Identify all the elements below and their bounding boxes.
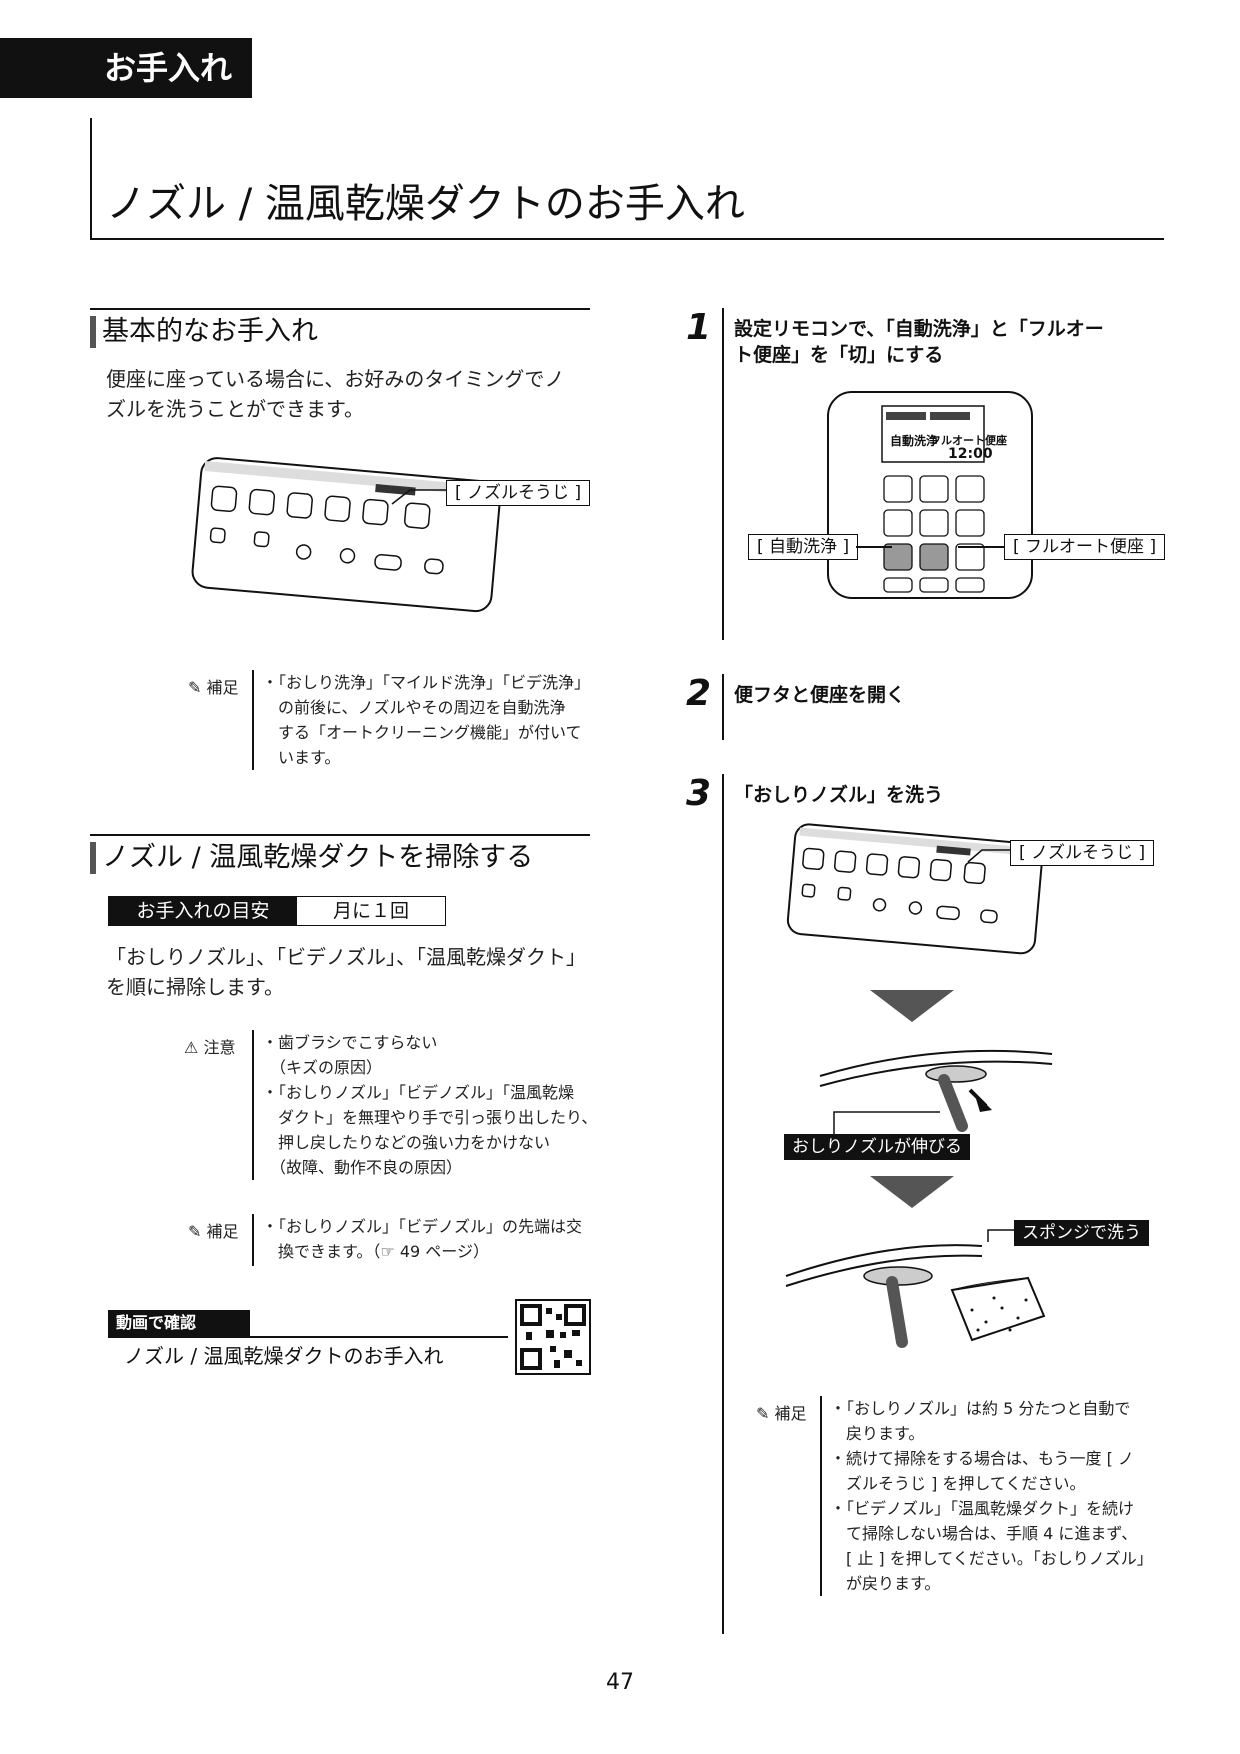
note-bar [252, 670, 254, 770]
step-line: ト便座」を「切」にする [734, 344, 944, 366]
note-text: ・「おしりノズル」は約 5 分たつと自動で 戻ります。 ・続けて掃除をする場合は… [830, 1396, 1153, 1596]
note-text: ・「おしり洗浄」「マイルド洗浄」「ビデ洗浄」 の前後に、ノズルやその周辺を自動洗… [262, 670, 590, 770]
title-vertical-rule [90, 118, 92, 240]
remote-display-left: 自動洗浄 [890, 434, 939, 448]
subheading-marker [90, 316, 96, 348]
video-badge: 動画で確認 [108, 1310, 250, 1336]
sponge-wash-illustration [785, 1229, 1046, 1348]
section-tab: お手入れ [0, 38, 252, 98]
step-line: 設定リモコンで、「自動洗浄」と「フルオー [734, 318, 1104, 340]
note-line: （キズの原因） [262, 1058, 383, 1077]
step-number: 2 [686, 673, 712, 714]
subheading-marker [90, 842, 96, 874]
note-bar [820, 1396, 822, 1596]
guide-value: 月に１回 [332, 900, 409, 922]
note-line: 戻ります。 [830, 1424, 925, 1443]
callout-auto-wash: [ 自動洗浄 ] [748, 534, 859, 560]
warning-icon: ⚠ [184, 1038, 199, 1057]
subheading-rule [90, 834, 590, 836]
step-rule [722, 774, 724, 1634]
note-line: （故障、動作不良の原因） [262, 1158, 463, 1177]
title-underline [90, 238, 1164, 240]
step-rule [722, 674, 724, 740]
step-number: 3 [686, 773, 712, 814]
callout-full-auto-seat: [ フルオート便座 ] [1004, 534, 1166, 560]
body-line: を順に掃除します。 [106, 975, 284, 999]
step-number: 1 [686, 307, 712, 348]
callout-nozzle-clean: [ ノズルそうじ ] [1010, 840, 1155, 866]
page-number: 47 [606, 1670, 634, 1695]
caution-text: ・歯ブラシでこすらない （キズの原因） ・「おしりノズル」「ビデノズル」「温風乾… [262, 1030, 597, 1180]
arrow-down-icon [870, 1176, 954, 1208]
note-line: [ 止 ] を押してください。「おしりノズル」 [830, 1549, 1153, 1568]
arrow-down-icon [870, 990, 954, 1022]
note-label: ✎ 補足 [188, 1222, 239, 1241]
note-line: ダクト」を無理やり手で引っ張り出したり、 [262, 1108, 598, 1127]
qr-code-icon[interactable] [515, 1299, 591, 1375]
body-line: 便座に座っている場合に、お好みのタイミングでノ [106, 367, 565, 391]
step-line: 「おしりノズル」を洗う [734, 784, 944, 806]
note-line: の前後に、ノズルやその周辺を自動洗浄 [262, 698, 566, 717]
note-line: する「オートクリーニング機能」が付いて [262, 723, 582, 742]
note-line: ・歯ブラシでこすらない [262, 1033, 438, 1052]
remote-display-clock: 12:00 [948, 446, 993, 462]
caution-label: ⚠ 注意 [184, 1038, 236, 1057]
note-line: 換できます。（☞ 49 ページ） [262, 1242, 489, 1261]
remote-control-illustration [191, 457, 502, 613]
note-bar [252, 1214, 254, 1266]
note-line: ・「ビデノズル」「温風乾燥ダクト」を続け [830, 1499, 1135, 1518]
video-title[interactable]: ノズル / 温風乾燥ダクトのお手入れ [124, 1344, 444, 1368]
guide-label: お手入れの目安 [109, 897, 297, 925]
label-nozzle-extend: おしりノズルが伸びる [784, 1134, 970, 1160]
step-text: 設定リモコンで、「自動洗浄」と「フルオー ト便座」を「切」にする [734, 316, 1104, 368]
note-line: が戻ります。 [830, 1574, 941, 1593]
remote-control-illustration [786, 823, 1044, 955]
note-line: ・続けて掃除をする場合は、もう一度 [ ノ [830, 1449, 1134, 1468]
maintenance-guide: お手入れの目安 月に１回 [108, 896, 446, 926]
basic-body: 便座に座っている場合に、お好みのタイミングでノ ズルを洗うことができます。 [106, 364, 596, 424]
callout-leader [391, 489, 446, 505]
pencil-icon: ✎ [188, 1222, 202, 1241]
cleaning-body: 「おしりノズル」、「ビデノズル」、「温風乾燥ダクト」 を順に掃除します。 [106, 942, 606, 1002]
note-line: います。 [262, 748, 341, 767]
note-line: て掃除しない場合は、手順 4 に進まず、 [830, 1524, 1138, 1543]
subheading-rule [90, 308, 590, 310]
callout-nozzle-clean: [ ノズルそうじ ] [446, 480, 591, 506]
note-line: 押し戻したりなどの強い力をかけない [262, 1133, 551, 1152]
note-label: ✎ 補足 [188, 678, 239, 697]
note-label: ✎ 補足 [756, 1404, 807, 1423]
body-line: 「おしりノズル」、「ビデノズル」、「温風乾燥ダクト」 [106, 945, 586, 969]
remote-display-right: フルオート便座 [930, 434, 1007, 447]
pencil-icon: ✎ [188, 678, 202, 697]
label-sponge-wash: スポンジで洗う [1014, 1220, 1149, 1246]
note-line: ・「おしりノズル」「ビデノズル」の先端は交 [262, 1217, 583, 1236]
callout-leader [856, 546, 892, 548]
note-bar [252, 1030, 254, 1180]
nozzle-extend-illustration [819, 1049, 1053, 1132]
subheading-cleaning: ノズル / 温風乾燥ダクトを掃除する [102, 842, 534, 873]
page-title: ノズル / 温風乾燥ダクトのお手入れ [106, 181, 745, 227]
callout-leader [967, 849, 1014, 863]
settings-remote-illustration [827, 391, 1033, 599]
callout-leader [958, 546, 1008, 548]
note-text: ・「おしりノズル」「ビデノズル」の先端は交 換できます。（☞ 49 ページ） [262, 1214, 582, 1264]
step-rule [722, 308, 724, 640]
subheading-basic: 基本的なお手入れ [102, 316, 318, 347]
note-line: ズルそうじ ] を押してください。 [830, 1474, 1086, 1493]
step-line: 便フタと便座を開く [734, 684, 906, 706]
video-rule [108, 1336, 508, 1338]
pencil-icon: ✎ [756, 1404, 770, 1423]
body-line: ズルを洗うことができます。 [106, 397, 364, 421]
note-line: ・「おしりノズル」「ビデノズル」「温風乾燥 [262, 1083, 575, 1102]
note-line: ・「おしりノズル」は約 5 分たつと自動で [830, 1399, 1131, 1418]
note-line: ・「おしり洗浄」「マイルド洗浄」「ビデ洗浄」 [262, 673, 591, 692]
